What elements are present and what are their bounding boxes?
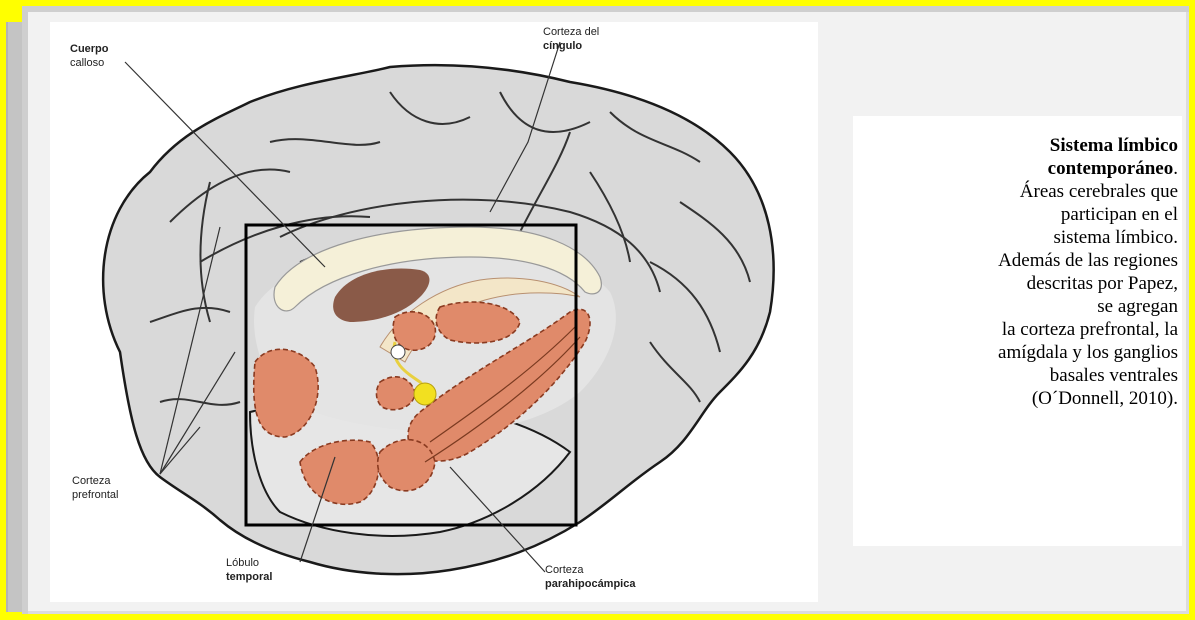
caption-line: basales ventrales — [858, 364, 1178, 387]
label-corteza-parahipocampica-2: parahipocámpica — [545, 578, 636, 590]
caption-title-line1: Sistema límbico — [858, 134, 1178, 157]
amygdala — [414, 383, 436, 405]
caption-line: amígdala y los ganglios — [858, 341, 1178, 364]
caption-line: participan en el — [858, 203, 1178, 226]
caption-line: se agregan — [858, 295, 1178, 318]
brain-diagram: Cuerpo calloso Corteza del cíngulo Corte… — [50, 22, 818, 602]
caption-title-period: . — [1173, 158, 1178, 179]
mammillary-body — [391, 345, 405, 359]
label-corteza-cingulo-1: Corteza del — [543, 26, 599, 38]
label-cuerpo-calloso-1: Cuerpo — [70, 43, 109, 55]
caption-line: Además de las regiones — [858, 249, 1178, 272]
label-corteza-prefrontal-1: Corteza — [72, 475, 111, 487]
label-corteza-prefrontal-2: prefrontal — [72, 489, 118, 501]
label-lobulo-temporal-2: temporal — [226, 571, 272, 583]
label-corteza-parahipocampica-1: Corteza — [545, 564, 584, 576]
label-corteza-cingulo-2: cíngulo — [543, 40, 582, 52]
label-cuerpo-calloso-2: calloso — [70, 57, 104, 69]
caption-line: Áreas cerebrales que — [858, 180, 1178, 203]
caption-title-line2: contemporáneo — [1048, 158, 1174, 179]
brain-illustration: Cuerpo calloso Corteza del cíngulo Corte… — [50, 22, 818, 602]
caption-line: la corteza prefrontal, la — [858, 318, 1178, 341]
left-edge-bar — [6, 22, 22, 612]
label-lobulo-temporal-1: Lóbulo — [226, 557, 259, 569]
caption-line: descritas por Papez, — [858, 272, 1178, 295]
anterior-cingulate-region — [393, 312, 435, 350]
caption-box: Sistema límbico contemporáneo. Áreas cer… — [853, 116, 1182, 546]
caption-text: Sistema límbico contemporáneo. Áreas cer… — [858, 134, 1178, 410]
caption-line: sistema límbico. — [858, 226, 1178, 249]
caption-line: (O´Donnell, 2010). — [858, 387, 1178, 410]
caption-title-line2-wrap: contemporáneo. — [858, 157, 1178, 180]
